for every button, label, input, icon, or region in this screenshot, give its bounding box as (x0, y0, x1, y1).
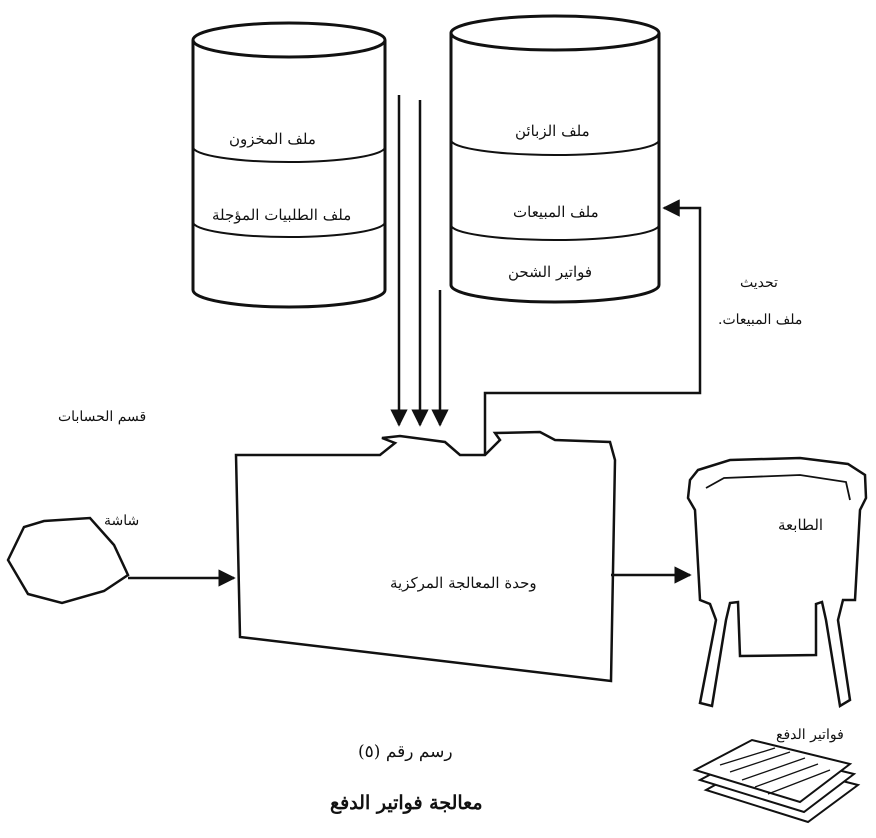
figure-number-caption: رسم رقم (٥) (358, 742, 453, 762)
terminal-label: شاشة (104, 513, 140, 529)
right-disk-section-2-label: ملف المبيعات (513, 203, 599, 221)
cpu-label: وحدة المعالجة المركزية (390, 574, 537, 592)
cpu-box (234, 430, 617, 683)
terminal-shape (6, 516, 130, 605)
invoices-label: فواتير الدفع (776, 727, 844, 743)
department-label: قسم الحسابات (58, 409, 147, 425)
left-disk-cylinder (191, 21, 387, 309)
update-label-line1: تحديث (740, 275, 778, 291)
left-disk-section-1-label: ملف المخزون (229, 130, 316, 148)
update-sales-arrow (483, 199, 702, 455)
right-disk-cylinder (449, 14, 661, 304)
update-label-line2: ملف المبيعات. (718, 312, 803, 328)
right-disk-section-3-label: فواتير الشحن (508, 263, 593, 281)
figure-title-caption: معالجة فواتير الدفع (330, 792, 483, 814)
printer-shape (686, 456, 868, 709)
printer-label: الطابعة (778, 516, 824, 534)
invoice-stack (692, 738, 861, 824)
disk-to-cpu-arrows (390, 95, 449, 427)
right-disk-section-1-label: ملف الزبائن (515, 122, 590, 140)
left-disk-section-2-label: ملف الطلبيات المؤجلة (212, 206, 352, 224)
